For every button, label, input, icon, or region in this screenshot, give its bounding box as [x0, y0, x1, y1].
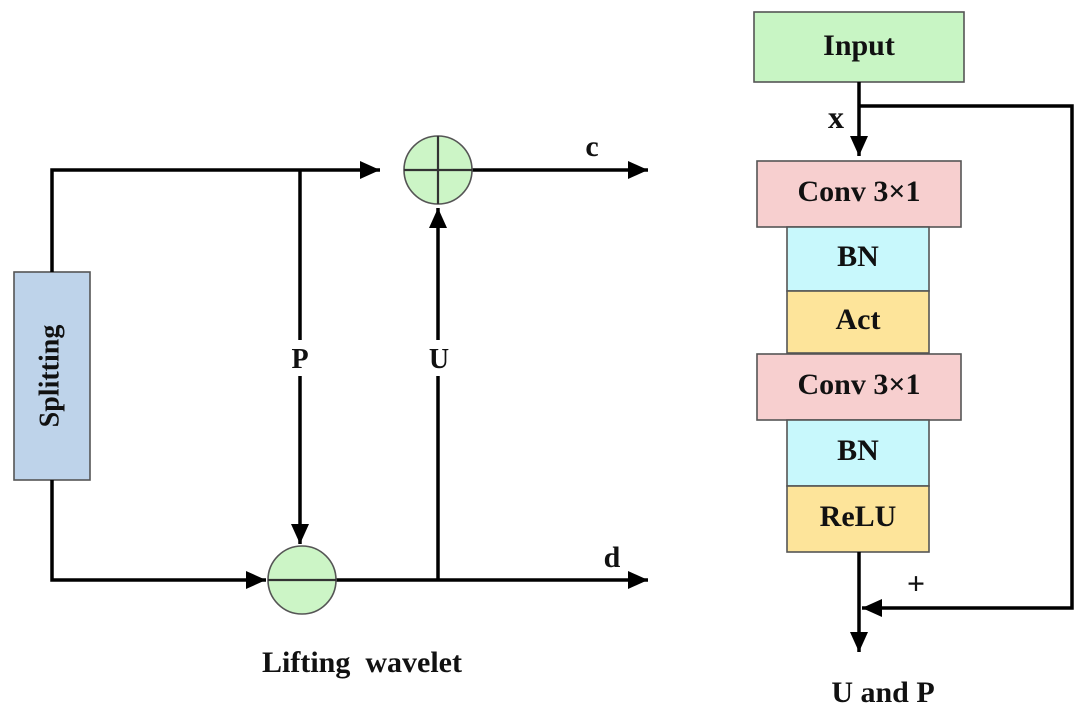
x-label: x — [828, 99, 844, 135]
bottom-branch-line — [50, 480, 266, 589]
output-d-label: d — [604, 541, 621, 574]
conv1-label: Conv 3×1 — [798, 175, 921, 208]
bn1-box — [786, 226, 930, 292]
bn2-box — [786, 419, 930, 487]
bn2-label: BN — [837, 434, 879, 467]
plus-label: + — [907, 565, 925, 601]
relu-label: ReLU — [820, 500, 897, 533]
conv1-box — [756, 160, 962, 228]
input-box — [753, 11, 965, 83]
splitting-label: Splitting — [34, 325, 65, 428]
act-label: Act — [836, 303, 881, 336]
relu-box — [786, 485, 930, 553]
u-and-p-block-diagram: Input x + Conv 3×1 BN Act Conv 3×1 BN Re… — [753, 11, 1074, 709]
u-and-p-caption: U and P — [831, 676, 934, 709]
lifting-caption: Lifting wavelet — [262, 646, 462, 679]
bn1-label: BN — [837, 240, 879, 273]
input-label: Input — [823, 29, 895, 62]
top-branch-line — [50, 161, 380, 272]
update-label: U — [429, 344, 449, 375]
lifting-wavelet-diagram: Splitting P U d c Lifting wavel — [13, 130, 648, 679]
splitting-box — [13, 271, 91, 481]
subtract-node — [267, 545, 337, 615]
output-c-label: c — [585, 130, 598, 163]
predict-label: P — [291, 344, 308, 375]
conv2-label: Conv 3×1 — [798, 368, 921, 401]
act-box — [786, 290, 930, 354]
add-node — [403, 135, 473, 205]
skip-connection-line — [859, 104, 1074, 617]
